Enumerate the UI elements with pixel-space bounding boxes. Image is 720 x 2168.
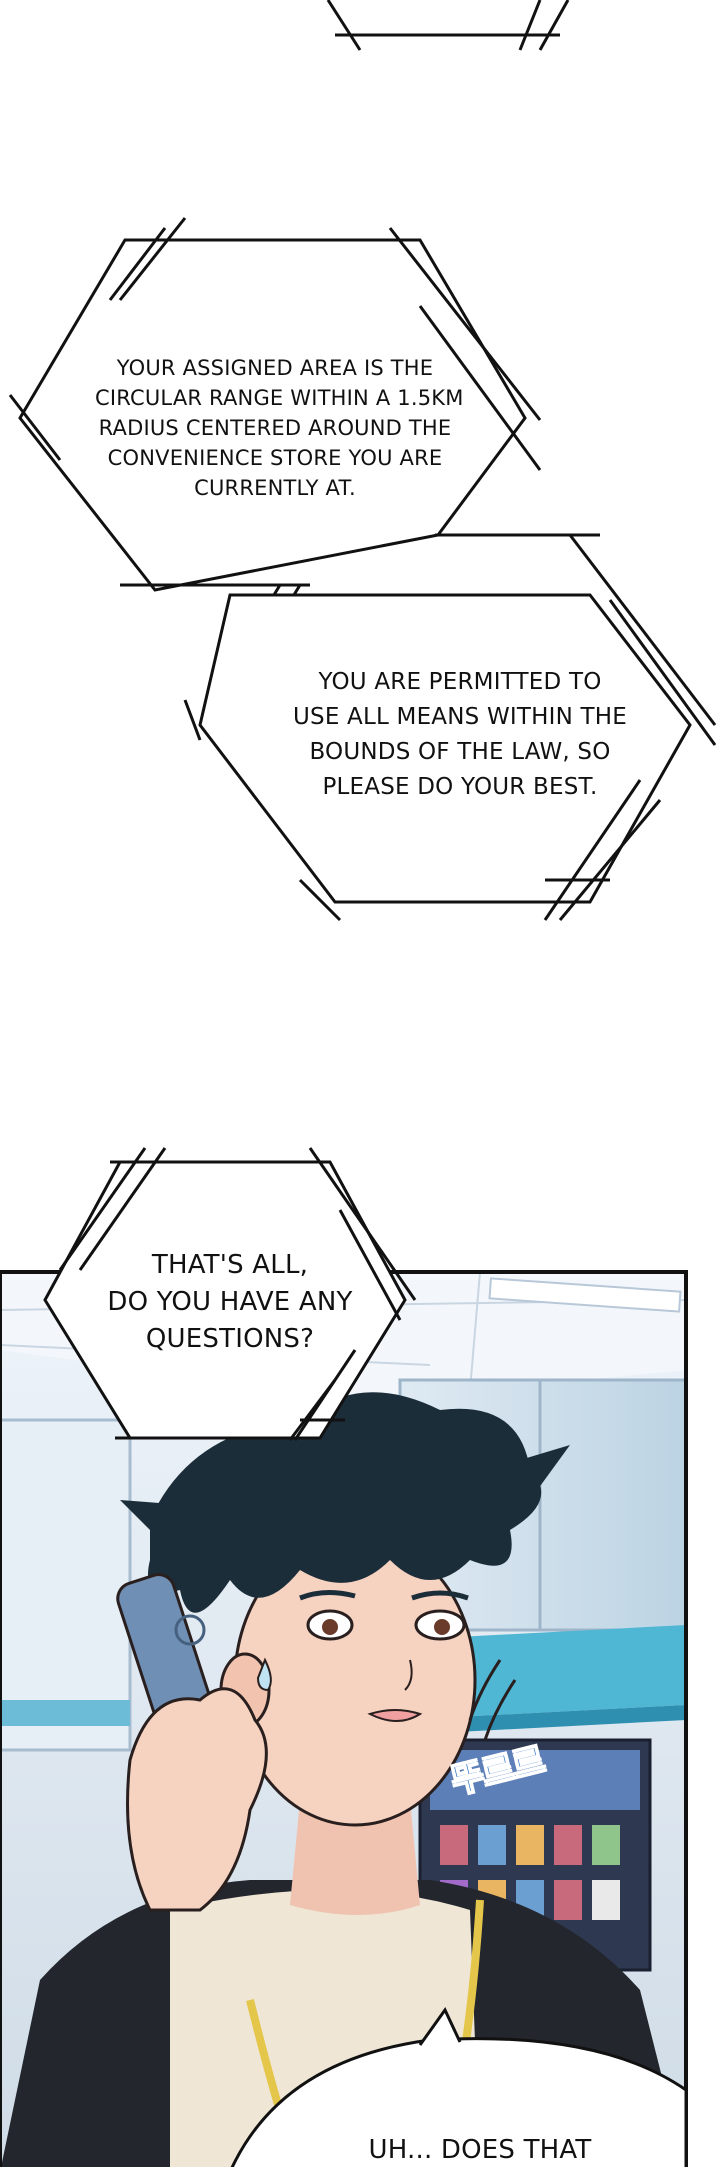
bubble-1-text: YOUR ASSIGNED AREA IS THE CIRCULAR RANGE… (95, 353, 464, 503)
bubble-2-line: BOUNDS OF THE LAW, SO (309, 739, 611, 765)
bubble-1-line: CONVENIENCE STORE YOU ARE (107, 446, 443, 470)
speech-bubble-3 (43, 1147, 417, 1441)
bubble-3-text: THAT'S ALL, DO YOU HAVE ANY QUESTIONS? (80, 1247, 380, 1358)
speech-bubble-4 (230, 2007, 688, 2167)
bubble-fragment-top (326, 0, 570, 51)
bubble-4-text: UH... DOES THAT (330, 2132, 630, 2168)
bubble-1-line: RADIUS CENTERED AROUND THE (98, 416, 452, 440)
bubble-2-line: USE ALL MEANS WITHIN THE (292, 704, 628, 730)
bubble-1-line: CIRCULAR RANGE WITHIN A 1.5KM (95, 386, 464, 410)
bubble-1-line: YOUR ASSIGNED AREA IS THE (116, 356, 434, 380)
bubble-3-line: THAT'S ALL, (151, 1250, 309, 1280)
speech-bubble-2 (183, 533, 717, 922)
bubble-1-line: CURRENTLY AT. (194, 476, 356, 500)
bubble-2-line: PLEASE DO YOUR BEST. (322, 774, 598, 800)
bubble-2-line: YOU ARE PERMITTED TO (318, 669, 602, 695)
bubble-4-line: UH... DOES THAT (368, 2135, 592, 2165)
bubble-3-line: QUESTIONS? (145, 1324, 315, 1354)
store-panel (0, 1272, 686, 2167)
bubble-3-line: DO YOU HAVE ANY (107, 1287, 353, 1317)
bubble-2-text: YOU ARE PERMITTED TO USE ALL MEANS WITHI… (255, 665, 665, 805)
